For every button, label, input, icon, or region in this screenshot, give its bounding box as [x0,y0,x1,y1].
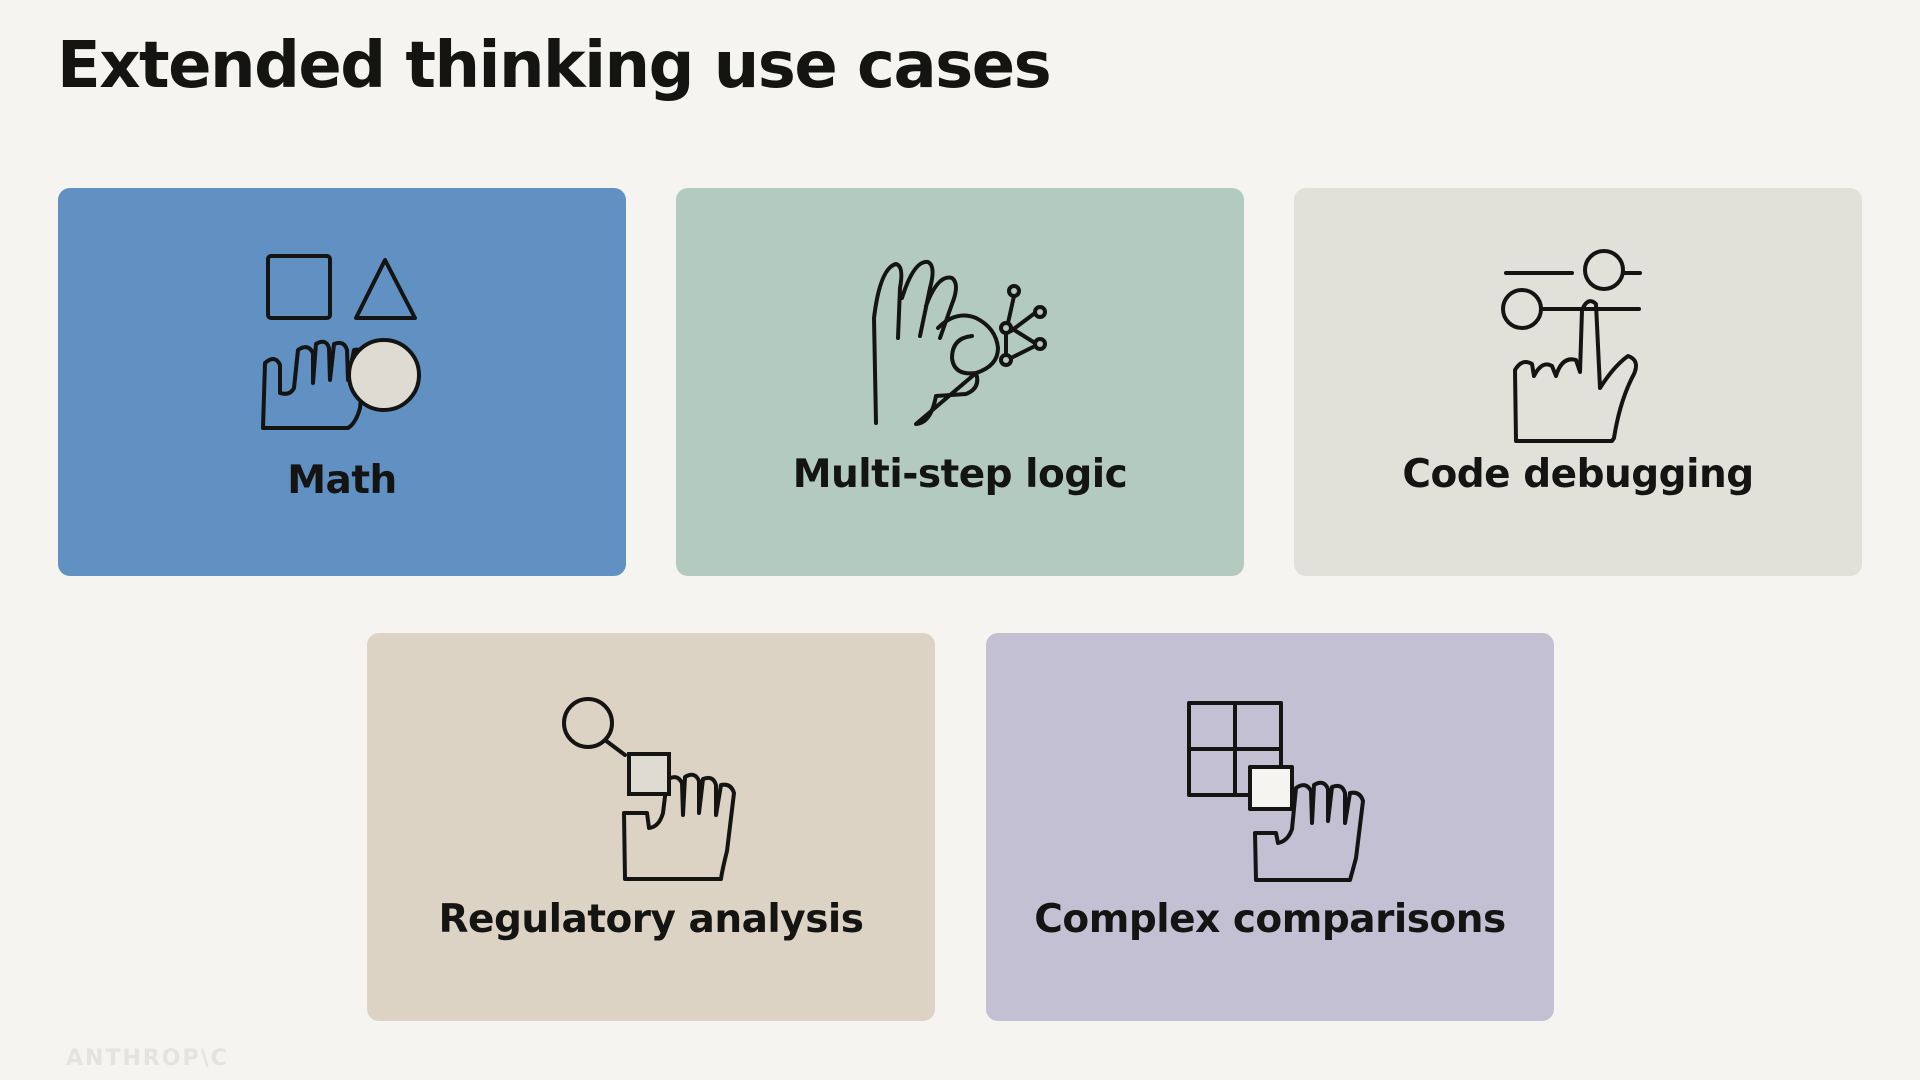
card-complex-comparisons: Complex comparisons [986,633,1554,1021]
card-label-complex-comparisons: Complex comparisons [1034,897,1506,942]
card-label-math: Math [287,458,397,503]
anthropic-logo: ANTHROP\C [66,1046,229,1071]
page-title: Extended thinking use cases [57,29,1052,103]
ok-hand-nodes-icon [872,259,1047,426]
card-math: Math [58,188,626,576]
card-label-code-debugging: Code debugging [1402,452,1754,497]
shapes-hand-icon [261,254,421,430]
card-multi-step-logic: Multi-step logic [676,188,1244,576]
hand-grid-icon [1187,701,1365,882]
hand-node-square-icon [562,697,736,881]
card-code-debugging: Code debugging [1294,188,1862,576]
card-label-multi-step-logic: Multi-step logic [792,452,1128,497]
pointer-sliders-icon [1501,249,1642,443]
card-regulatory-analysis: Regulatory analysis [367,633,935,1021]
card-label-regulatory-analysis: Regulatory analysis [438,897,864,942]
